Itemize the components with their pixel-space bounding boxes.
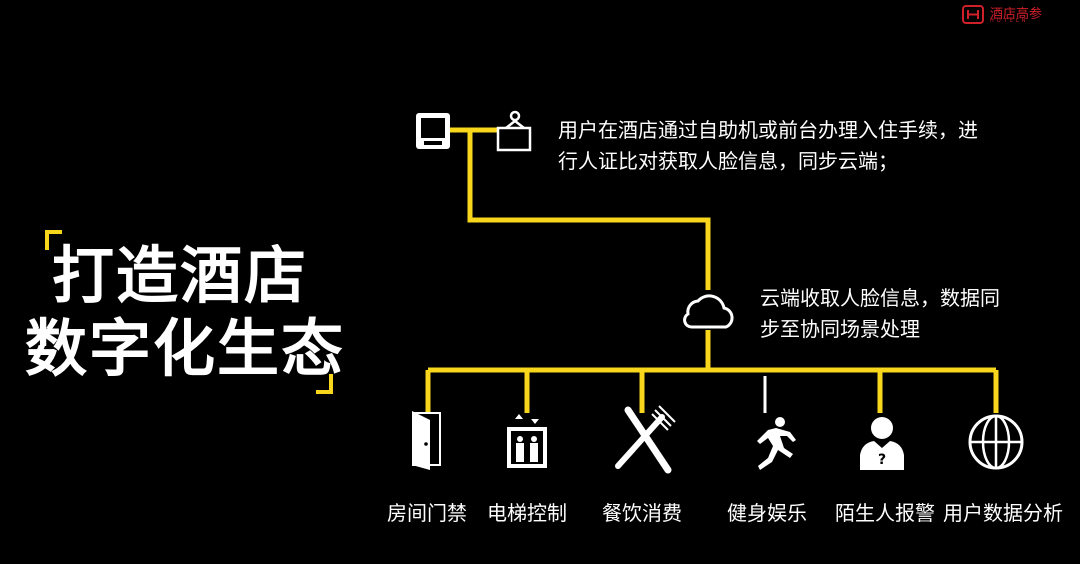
brand-subtext: HOTELN — [990, 18, 1029, 24]
stranger-icon: ? — [860, 417, 904, 470]
fork-knife-icon — [615, 405, 676, 474]
scenario-label-elevator-control: 电梯控制 — [487, 501, 567, 525]
title-bracket-top-left — [45, 230, 62, 250]
checkin-description-line2: 行人证比对获取人脸信息，同步云端； — [558, 149, 898, 173]
cloud-description: 云端收取人脸信息，数据同 步至协同场景处理 — [760, 283, 1000, 345]
scenario-label-dining: 餐饮消费 — [602, 501, 682, 525]
logo-mark-icon — [962, 5, 984, 24]
runner-icon — [757, 417, 796, 470]
reception-desk-icon — [496, 110, 532, 152]
cloud-description-line2: 步至协同场景处理 — [760, 317, 920, 341]
brand-logo — [962, 5, 986, 29]
page-title-line2: 数字化生态 — [25, 312, 346, 385]
brand-name: 酒店高参 — [990, 7, 1043, 22]
scenario-label-stranger-alarm: 陌生人报警 — [835, 501, 935, 525]
door-icon — [412, 411, 441, 470]
cloud-description-line1: 云端收取人脸信息，数据同 — [760, 286, 1000, 310]
elevator-icon — [507, 414, 547, 468]
checkin-description: 用户在酒店通过自助机或前台办理入住手续，进 行人证比对获取人脸信息，同步云端； — [558, 115, 978, 177]
scenario-label-door-access: 房间门禁 — [387, 501, 467, 525]
title-bracket-bottom-right — [316, 374, 333, 394]
checkin-description-line1: 用户在酒店通过自助机或前台办理入住手续，进 — [558, 118, 978, 142]
scenario-label-fitness: 健身娱乐 — [727, 501, 807, 525]
kiosk-icon — [416, 113, 450, 149]
scenario-label-user-analytics: 用户数据分析 — [943, 501, 1063, 525]
page-title-line1: 打造酒店 — [52, 239, 309, 312]
globe-icon — [968, 414, 1024, 470]
svg-text:?: ? — [878, 452, 886, 468]
connector-lines — [425, 127, 999, 413]
cloud-icon — [683, 294, 734, 329]
